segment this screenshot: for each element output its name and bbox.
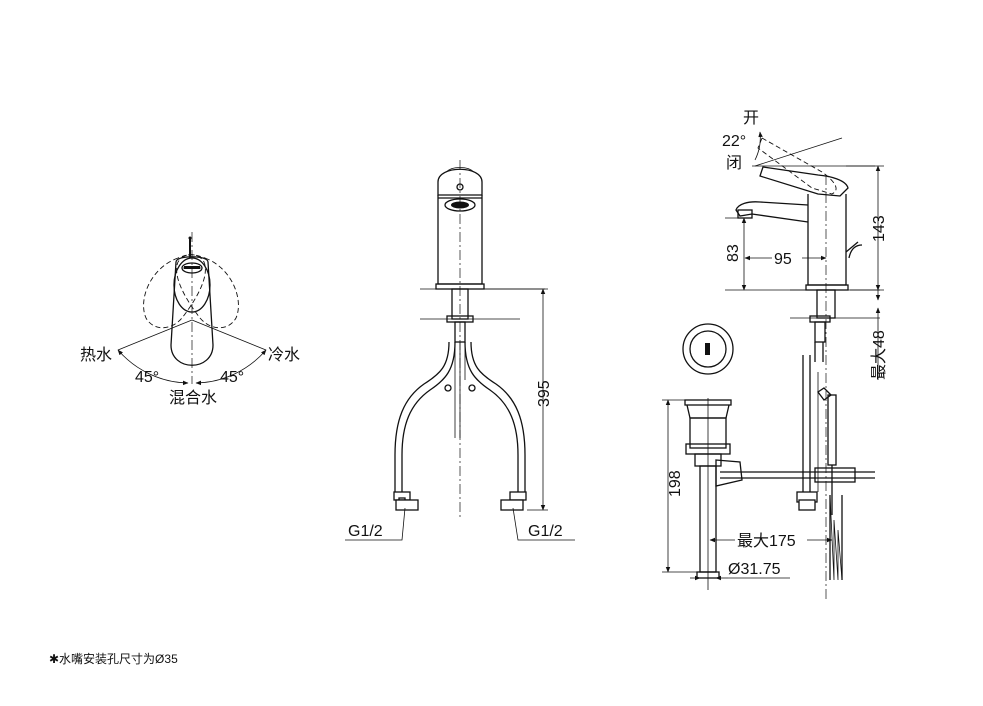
faucet-body-side xyxy=(807,194,847,286)
hose-left xyxy=(401,341,456,492)
deck-max-48-label: 最大48 xyxy=(870,330,888,380)
drain-top-view xyxy=(682,323,734,375)
aerator-front xyxy=(444,198,476,212)
hot-water-label: 热水 xyxy=(80,346,112,364)
drain-diameter-label: Ø31.75 xyxy=(728,561,781,578)
lever-closed xyxy=(759,166,849,197)
height-395-label: 395 xyxy=(536,380,553,407)
lever-open-ghost xyxy=(757,137,837,195)
lever-angle-22-label: 22° xyxy=(722,133,746,150)
angle-arc-cold xyxy=(195,349,267,386)
rod-max-175-label: 最大175 xyxy=(737,532,796,550)
cold-water-label: 冷水 xyxy=(268,346,300,364)
close-label: 闭 xyxy=(726,154,742,172)
side-view: 143 最大48 83 95 开 22° 闭 198 最大175 Ø31.75 xyxy=(662,110,888,600)
spout-side xyxy=(735,201,809,223)
spout-reach-95-label: 95 xyxy=(774,251,792,268)
angle-arc-hot xyxy=(117,349,189,386)
total-height-143-label: 143 xyxy=(871,215,888,242)
thread-right-label: G1/2 xyxy=(528,523,563,540)
top-view: 热水 冷水 45° 45° 混合水 xyxy=(80,232,300,407)
nut-left xyxy=(393,491,411,501)
open-label: 开 xyxy=(743,110,759,127)
thread-left-label: G1/2 xyxy=(348,523,383,540)
lever-head xyxy=(437,168,483,196)
angle-left-label: 45° xyxy=(135,369,159,386)
lever-ghost-cold xyxy=(176,254,239,329)
drain-height-198-label: 198 xyxy=(667,470,684,497)
hose-right xyxy=(464,341,519,492)
mixed-water-label: 混合水 xyxy=(169,389,217,407)
spout-height-83-label: 83 xyxy=(725,244,742,262)
front-view: 395 G1/2 G1/2 xyxy=(345,160,575,541)
installation-note: ✱水嘴安装孔尺寸为Ø35 xyxy=(49,651,178,666)
angle-right-label: 45° xyxy=(220,369,244,386)
nut-right xyxy=(509,491,527,501)
